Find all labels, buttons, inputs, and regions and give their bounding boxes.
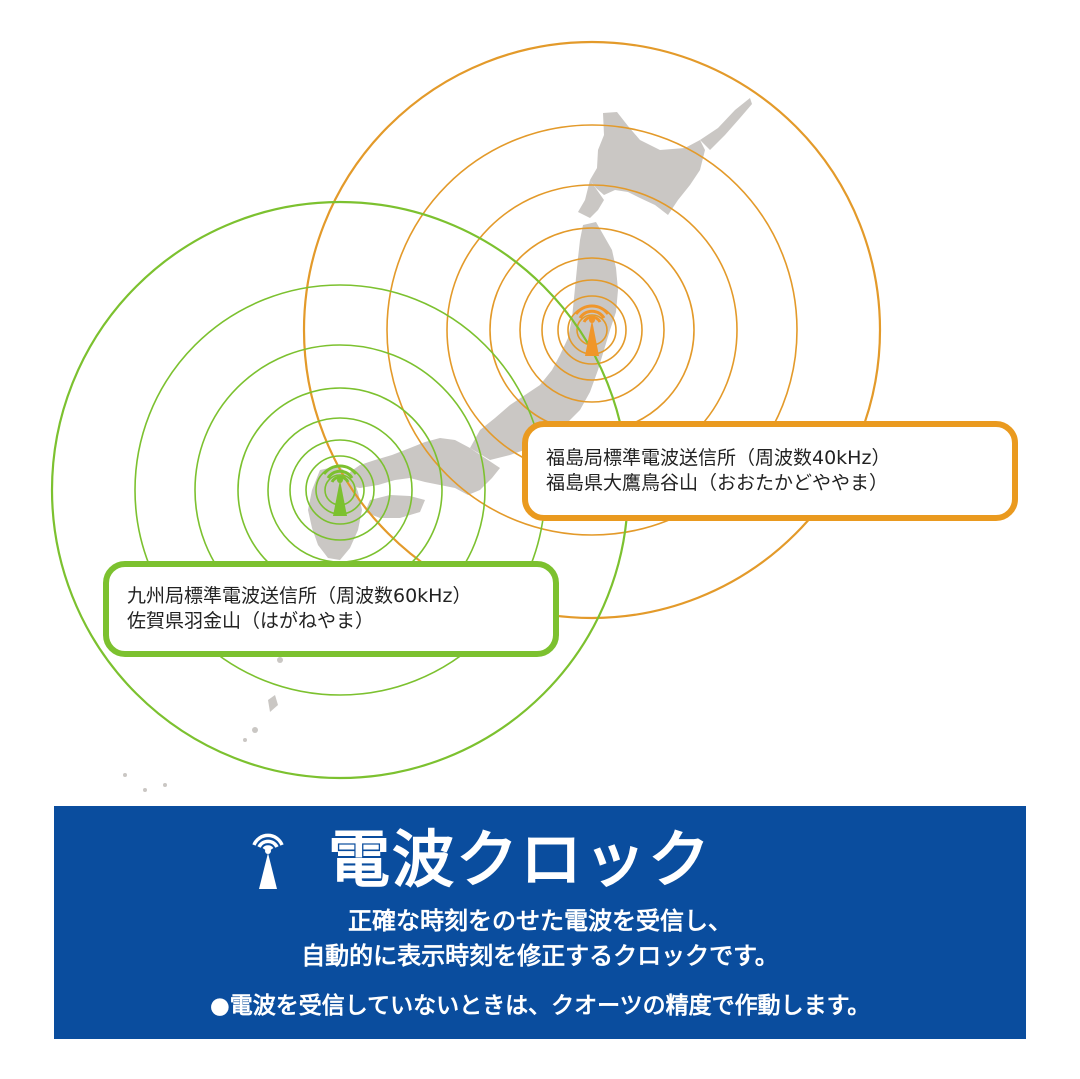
- fukushima-station-name: 福島局標準電波送信所（周波数40kHz）: [546, 447, 891, 469]
- fukushima-station-location: 福島県大鷹鳥谷山（おおたかどややま）: [546, 472, 889, 494]
- kyushu-radio-tower-icon: [322, 464, 358, 516]
- kyushu-station-name: 九州局標準電波送信所（周波数60kHz）: [127, 585, 472, 607]
- banner-description: 正確な時刻をのせた電波を受信し、 自動的に表示時刻を修正するクロックです。: [54, 904, 1026, 974]
- banner-description-line-1: 正確な時刻をのせた電波を受信し、: [348, 907, 732, 935]
- banner-title-row: 電波クロック: [54, 824, 1026, 896]
- kyushu-station-location: 佐賀県羽金山（はがねやま）: [127, 610, 375, 632]
- fukushima-radio-tower-icon: [574, 304, 610, 356]
- japan-coverage-map: [50, 40, 882, 792]
- kyushu-station-label: 九州局標準電波送信所（周波数60kHz） 佐賀県羽金山（はがねやま）: [103, 561, 559, 657]
- banner-description-line-2: 自動的に表示時刻を修正するクロックです。: [301, 942, 779, 970]
- fukushima-station-label: 福島局標準電波送信所（周波数40kHz） 福島県大鷹鳥谷山（おおたかどややま）: [522, 421, 1018, 521]
- banner-title: 電波クロック: [327, 823, 712, 896]
- radio-clock-banner: 電波クロック 正確な時刻をのせた電波を受信し、 自動的に表示時刻を修正するクロッ…: [54, 806, 1026, 1039]
- fukushima-signal-rings: [302, 40, 882, 620]
- radio-tower-icon: [252, 833, 284, 889]
- banner-note: ●電波を受信していないときは、クオーツの精度で作動します。: [209, 993, 871, 1019]
